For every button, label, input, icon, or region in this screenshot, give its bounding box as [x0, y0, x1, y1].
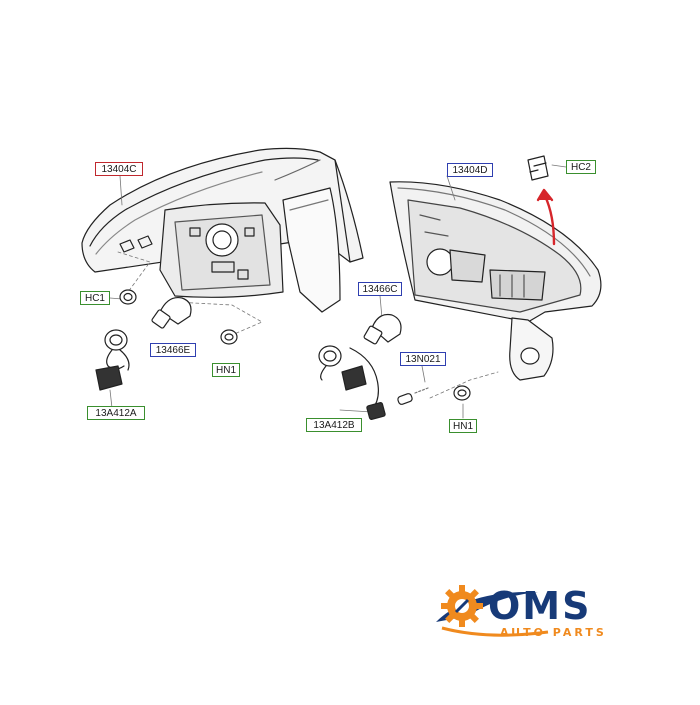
callout-hn1-left: HN1 — [212, 363, 240, 377]
logo-tagline: AUTO PARTS — [500, 626, 607, 639]
outer-tail-lamp — [81, 147, 364, 313]
callout-hc1: HC1 — [80, 291, 110, 305]
callout-13404d: 13404D — [447, 163, 493, 177]
socket-13a412a — [95, 329, 130, 409]
oms-logo: OMS AUTO PARTS — [428, 582, 658, 644]
bulb-13466e — [151, 296, 192, 329]
callout-hc2: HC2 — [566, 160, 596, 174]
red-arrow — [536, 188, 556, 246]
hc1-clip — [119, 289, 137, 305]
bulb-13n021 — [397, 387, 429, 405]
callout-13n021: 13N021 — [400, 352, 446, 366]
hn1-left-nut — [220, 329, 238, 345]
socket-13a412b — [318, 345, 386, 420]
callout-13a412b: 13A412B — [306, 418, 362, 432]
leader-lines-right — [339, 164, 567, 419]
gear-icon — [436, 585, 549, 637]
callout-hn1-right: HN1 — [449, 419, 477, 433]
callout-13a412a: 13A412A — [87, 406, 145, 420]
hn1-right-nut — [453, 385, 471, 401]
inner-tail-lamp — [389, 181, 602, 381]
callout-13466e: 13466E — [150, 343, 196, 357]
hc2-clip — [527, 155, 549, 181]
callout-13466c: 13466C — [358, 282, 402, 296]
bulb-13466c — [363, 313, 402, 345]
callout-13404c: 13404C — [95, 162, 143, 176]
logo-brand: OMS — [488, 584, 592, 628]
